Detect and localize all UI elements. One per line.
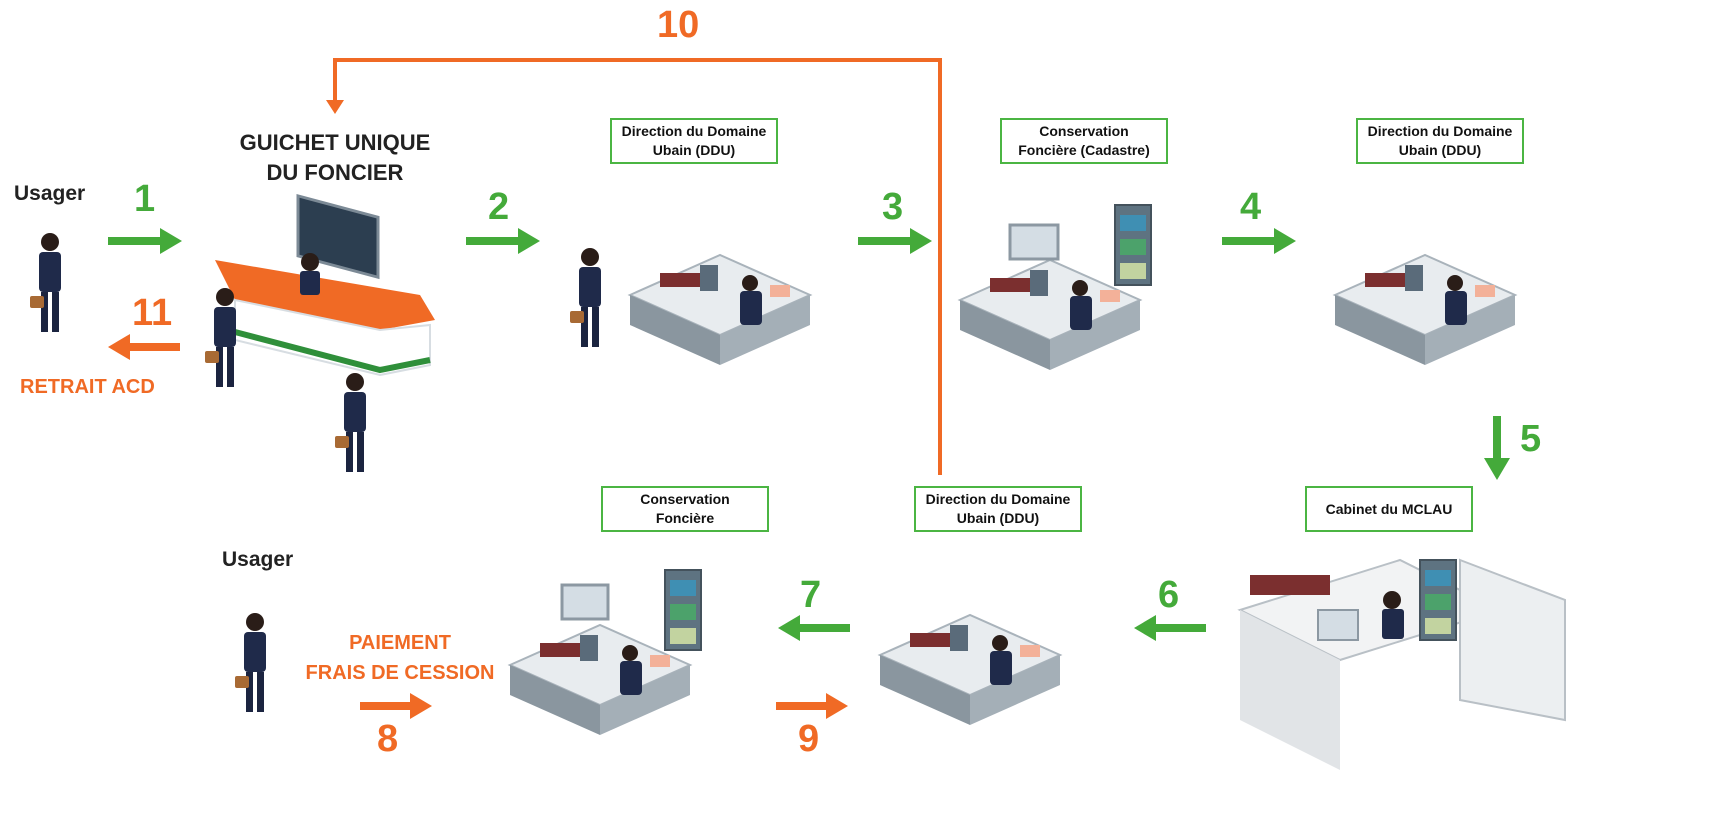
office-conservation-illustration — [509, 569, 702, 736]
step-8-label: 8 — [377, 718, 399, 760]
guichet-desk-illustration — [205, 193, 435, 472]
arrow-11 — [108, 334, 180, 360]
guichet-title: GUICHET UNIQUE DU FONCIER — [210, 128, 460, 188]
guichet-title-line1: GUICHET UNIQUE — [239, 130, 431, 155]
usager-bottom-figure — [235, 613, 266, 712]
office-cadastre-illustration — [959, 204, 1152, 371]
arrow-5 — [1484, 416, 1510, 480]
step-6-label: 6 — [1158, 574, 1180, 616]
loop-arrow-10 — [333, 58, 942, 475]
arrow-1 — [108, 228, 182, 254]
arrow-2 — [466, 228, 540, 254]
office-ddu-3-illustration — [879, 614, 1061, 726]
step-4-label: 4 — [1240, 186, 1262, 228]
office-mclau-illustration — [1237, 558, 1566, 770]
arrow-6 — [1134, 615, 1206, 641]
paiement-line1: PAIEMENT — [349, 632, 451, 654]
paiement-label: PAIEMENT FRAIS DE CESSION — [300, 628, 500, 688]
guichet-title-line2: DU FONCIER — [266, 160, 404, 185]
step-5-label: 5 — [1520, 418, 1542, 460]
step-7-label: 7 — [800, 574, 822, 616]
usager-top-figure — [30, 233, 61, 332]
usager-top-label: Usager — [14, 182, 86, 205]
step-3-label: 3 — [882, 186, 904, 228]
step-11-label: 11 — [132, 292, 173, 334]
arrow-9 — [776, 693, 848, 719]
paiement-line2: FRAIS DE CESSION — [305, 662, 495, 684]
office-ddu-1-illustration — [570, 248, 811, 366]
arrow-7 — [778, 615, 850, 641]
retrait-acd-label: RETRAIT ACD — [20, 376, 155, 398]
step-10-label: 10 — [657, 4, 700, 46]
step-2-label: 2 — [488, 186, 510, 228]
arrow-8 — [360, 693, 432, 719]
step-1-label: 1 — [134, 178, 156, 220]
office-label-mclau: Cabinet du MCLAU — [1305, 486, 1473, 532]
loop-arrow-10-head — [326, 100, 344, 114]
arrow-4 — [1222, 228, 1296, 254]
arrow-3 — [858, 228, 932, 254]
office-ddu-2-illustration — [1334, 254, 1516, 366]
step-9-label: 9 — [798, 718, 820, 760]
usager-bottom-label: Usager — [222, 548, 294, 571]
